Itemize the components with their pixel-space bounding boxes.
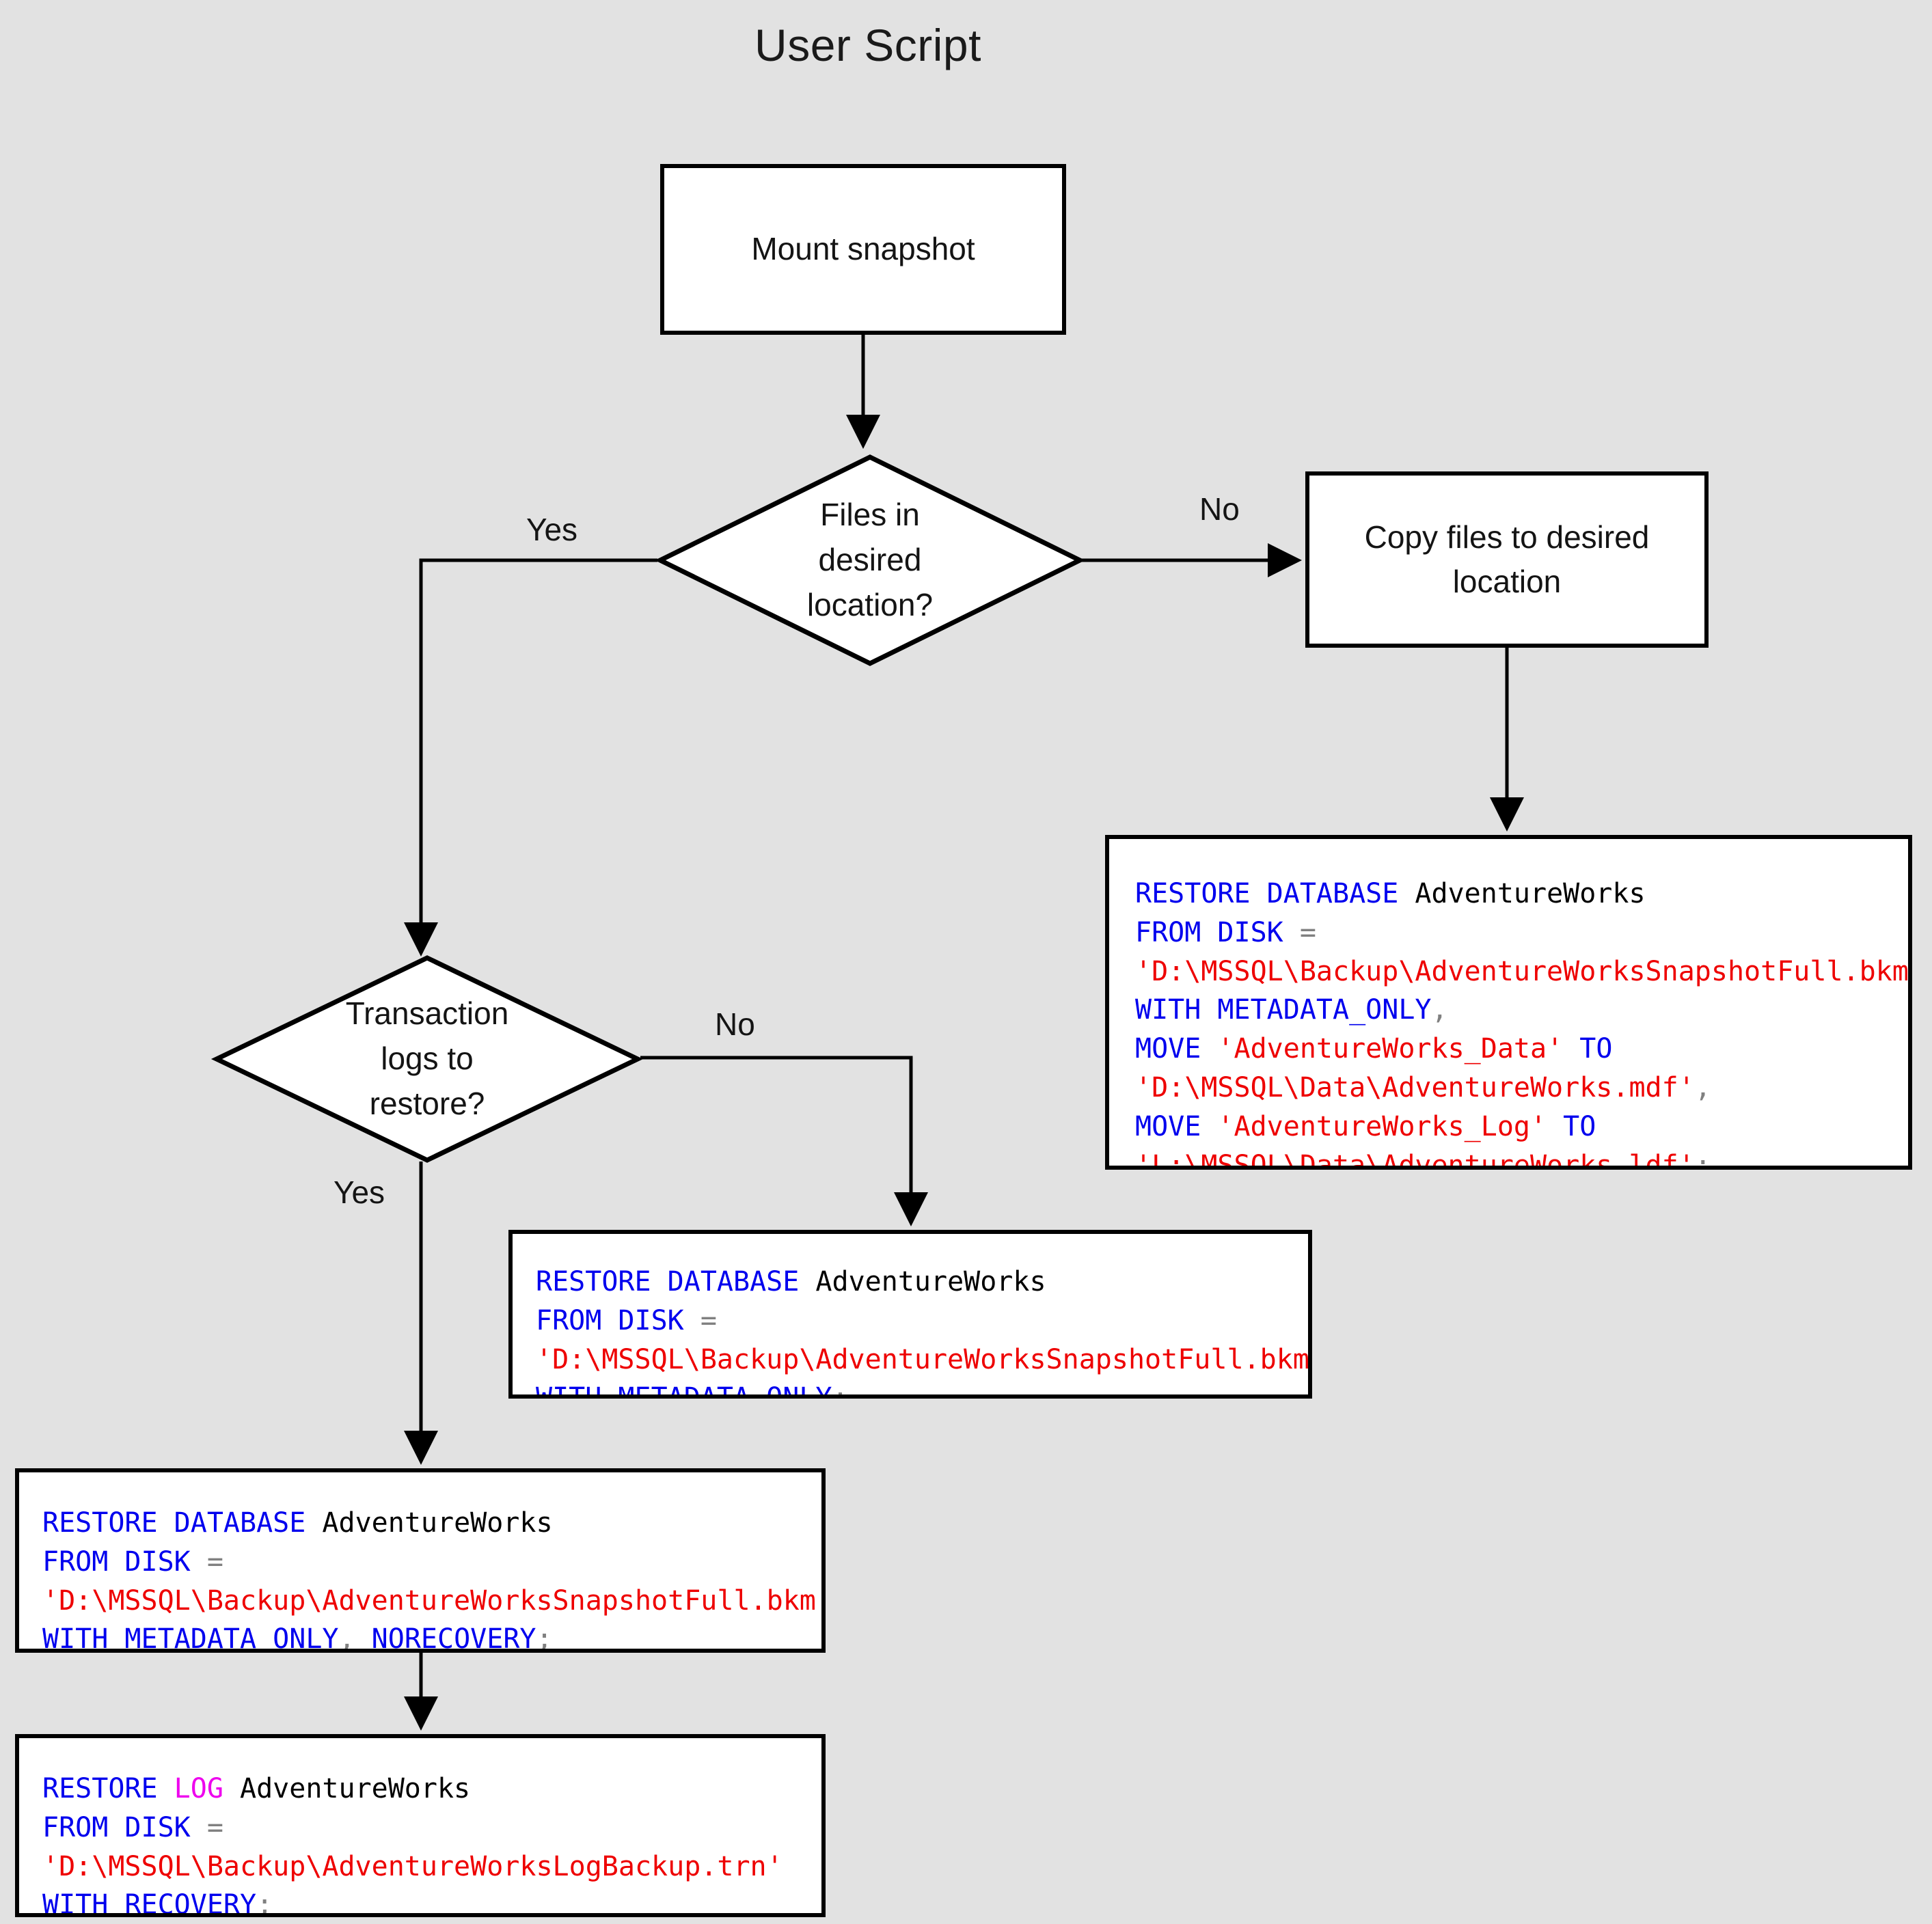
code-line: FROM DISK = [1135,913,1908,952]
code-token: FROM DISK [42,1811,207,1843]
code-token: 'D:\MSSQL\Data\AdventureWorks.mdf' [1135,1071,1695,1103]
code-token: AdventureWorks [815,1266,1046,1297]
code-token: ; [1694,1149,1711,1170]
edge-label-logs-no: No [715,1006,755,1042]
code-token: 'D:\MSSQL\Backup\AdventureWorksSnapshotF… [1135,955,1912,987]
code-token: , [338,1623,372,1653]
node-mount-snapshot-label: Mount snapshot [751,231,975,267]
code-line: RESTORE DATABASE AdventureWorks [536,1263,1308,1302]
code-token: FROM DISK [1135,916,1300,948]
node-copy-files[interactable]: Copy files to desired location [1305,471,1709,648]
code-token: 'AdventureWorks_Data' [1217,1033,1564,1065]
code-token: MOVE [1135,1033,1218,1065]
code-token: , [1694,1071,1711,1103]
code-token: ; [536,1623,553,1653]
code-line: WITH METADATA_ONLY, [1135,991,1908,1030]
code-token: RESTORE DATABASE [1135,878,1415,909]
page-title: User Script [754,20,981,70]
code-line: RESTORE DATABASE AdventureWorks [42,1504,821,1543]
code-line: 'D:\MSSQL\Data\AdventureWorks.mdf', [1135,1069,1908,1108]
code-line: 'L:\MSSQL\Data\AdventureWorks.ldf'; [1135,1146,1908,1170]
code-token: ; [832,1382,849,1399]
code-line: 'D:\MSSQL\Backup\AdventureWorksSnapshotF… [42,1582,826,1621]
code-token: RESTORE [42,1773,174,1804]
code-token: WITH METADATA_ONLY [42,1623,339,1653]
node-files-in-desired-location[interactable]: Files in desired location? [655,454,1085,666]
code-token: AdventureWorks [322,1507,553,1539]
code-token: 'D:\MSSQL\Backup\AdventureWorksSnapshotF… [536,1343,1312,1375]
code-token: FROM DISK [42,1545,207,1578]
code-token: = [206,1545,223,1578]
code-line: 'D:\MSSQL\Backup\AdventureWorksSnapshotF… [536,1341,1312,1379]
code-token: RESTORE DATABASE [536,1266,816,1297]
node-transaction-logs-label: Transaction logs to restore? [345,995,509,1121]
code-token: AdventureWorks [223,1773,471,1804]
code-line: 'D:\MSSQL\Backup\AdventureWorksLogBackup… [42,1847,783,1886]
code-line: RESTORE DATABASE AdventureWorks [1135,875,1908,913]
code-token: AdventureWorks [1415,878,1646,909]
code-token: TO [1547,1110,1596,1142]
edge-label-files-yes: Yes [526,512,578,547]
code-line: MOVE 'AdventureWorks_Data' TO [1135,1030,1908,1069]
node-copy-files-label: Copy files to desired location [1364,519,1650,599]
decision-diamond-shape [210,955,644,1163]
node-mount-snapshot[interactable]: Mount snapshot [660,164,1066,335]
node-transaction-logs[interactable]: Transaction logs to restore? [210,955,644,1163]
code-token: 'D:\MSSQL\Backup\AdventureWorksLogBackup… [42,1850,783,1882]
code-line: 'D:\MSSQL\Backup\AdventureWorksSnapshotF… [1135,952,1912,991]
code-line: WITH METADATA_ONLY; [536,1379,1308,1399]
code-token: RESTORE DATABASE [42,1507,323,1539]
code-line: MOVE 'AdventureWorks_Log' TO [1135,1108,1908,1146]
code-token: 'D:\MSSQL\Backup\AdventureWorksSnapshotF… [42,1584,826,1617]
node-files-in-desired-location-label: Files in desired location? [806,497,934,622]
edge-label-files-no: No [1199,491,1240,527]
code-token: FROM DISK [536,1304,700,1336]
code-token: = [1299,916,1316,948]
code-token: LOG [174,1773,223,1804]
code-token: WITH METADATA_ONLY [1135,994,1432,1026]
code-token: 'L:\MSSQL\Data\AdventureWorks.ldf' [1135,1149,1695,1170]
code-token: ; [256,1889,273,1917]
code-token: 'AdventureWorks_Log' [1217,1110,1547,1142]
code-token: = [700,1304,717,1336]
code-token: WITH METADATA_ONLY [536,1382,832,1399]
decision-diamond-shape [655,454,1085,666]
code-token: WITH RECOVERY [42,1889,257,1917]
code-line: WITH METADATA_ONLY, NORECOVERY; [42,1620,821,1653]
code-line: FROM DISK = [536,1302,1308,1341]
edge-label-logs-yes: Yes [334,1174,385,1210]
code-token: = [206,1811,223,1843]
code-line: WITH RECOVERY; [42,1886,783,1917]
code-line: FROM DISK = [42,1543,821,1582]
code-token: , [1431,994,1448,1026]
code-line: FROM DISK = [42,1809,783,1847]
code-token: TO [1563,1033,1613,1065]
code-token: NORECOVERY [371,1623,536,1653]
code-line: RESTORE LOG AdventureWorks [42,1770,783,1809]
code-token: MOVE [1135,1110,1218,1142]
